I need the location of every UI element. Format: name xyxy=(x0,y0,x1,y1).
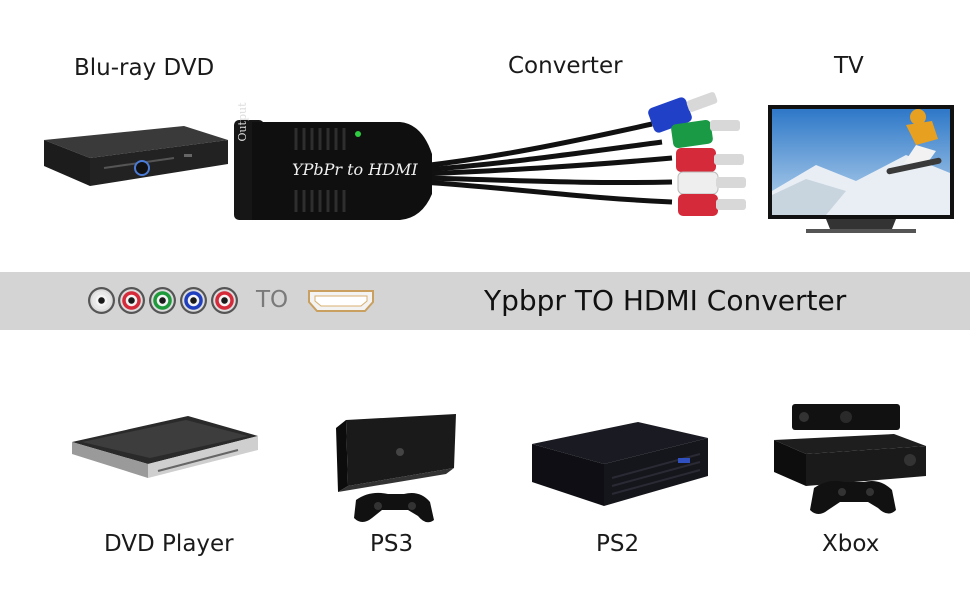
converter-side-text: Output xyxy=(236,102,249,142)
to-text: TO xyxy=(256,287,289,313)
green-jack-icon xyxy=(149,287,176,314)
banner-title: Ypbpr TO HDMI Converter xyxy=(484,284,847,317)
bluray-player-icon xyxy=(44,126,228,186)
hdmi-port-icon xyxy=(308,290,374,312)
tv-icon xyxy=(768,105,954,233)
snowboarder-figure xyxy=(886,109,942,175)
device-label-xbox: Xbox xyxy=(822,531,880,557)
device-label-dvd: DVD Player xyxy=(104,531,234,557)
blue-jack-icon xyxy=(180,287,207,314)
red-plug-1 xyxy=(676,148,744,172)
device-label-ps2: PS2 xyxy=(596,531,640,557)
xbox-console-icon xyxy=(774,404,926,514)
device-label-ps3: PS3 xyxy=(370,531,414,557)
source-label: Blu-ray DVD xyxy=(74,55,215,81)
dvd-player-icon xyxy=(72,416,258,478)
red-plug-2 xyxy=(678,194,746,216)
ps3-console-icon xyxy=(336,414,456,523)
white-plug xyxy=(677,171,746,195)
ps2-console-icon xyxy=(532,422,708,506)
red-jack-icon xyxy=(118,287,145,314)
converter-face-text: YPbPr to HDMI xyxy=(292,160,418,179)
xbox-controller xyxy=(810,480,896,514)
red-jack-icon-2 xyxy=(211,287,238,314)
tv-label: TV xyxy=(834,53,864,79)
converter-device xyxy=(234,92,746,220)
ps3-controller xyxy=(354,492,434,523)
white-jack-icon xyxy=(88,287,115,314)
green-plug xyxy=(671,119,740,149)
converter-label: Converter xyxy=(508,53,623,79)
